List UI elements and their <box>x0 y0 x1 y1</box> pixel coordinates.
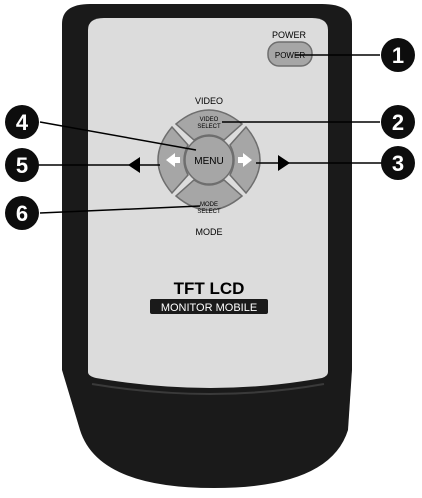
callout-5: 5 <box>5 148 39 182</box>
brand-subtitle: MONITOR MOBILE <box>161 302 257 314</box>
dpad: VIDEO VIDEO SELECT MODE SELECT MENU MODE <box>157 96 261 237</box>
mode-button-line2: SELECT <box>197 209 221 215</box>
brand-subtitle-badge: MONITOR MOBILE <box>150 299 268 314</box>
callout-leaders <box>38 54 382 214</box>
video-button-line2: SELECT <box>197 124 221 130</box>
power-button[interactable]: POWER <box>267 41 313 67</box>
callout-3: 3 <box>381 146 415 180</box>
callout-4: 4 <box>5 105 39 139</box>
callout-1: 1 <box>381 38 415 72</box>
svg-text:3: 3 <box>392 151 404 176</box>
leader-line-6 <box>39 205 201 214</box>
svg-text:6: 6 <box>16 201 28 226</box>
right-arrow-icon <box>238 153 252 167</box>
video-top-label: VIDEO <box>195 96 223 106</box>
video-select-button[interactable] <box>174 109 244 141</box>
brand-title: TFT LCD <box>174 279 245 298</box>
left-arrow-icon <box>166 153 180 167</box>
power-top-label: POWER <box>272 30 307 40</box>
callout-2: 2 <box>381 105 415 139</box>
menu-button-label: MENU <box>194 156 223 167</box>
svg-text:2: 2 <box>392 110 404 135</box>
svg-text:5: 5 <box>16 153 28 178</box>
remote-body <box>62 4 352 488</box>
callout-6: 6 <box>5 196 39 230</box>
mode-select-button[interactable] <box>174 179 244 211</box>
mode-bottom-label: MODE <box>196 227 223 237</box>
left-direction-arrow-icon <box>128 157 140 173</box>
right-direction-arrow-icon <box>278 155 290 171</box>
remote-face-divider <box>91 383 325 395</box>
svg-text:4: 4 <box>16 110 29 135</box>
svg-text:1: 1 <box>392 43 404 68</box>
mode-button-line1: MODE <box>200 202 218 208</box>
power-button-label: POWER <box>275 51 305 60</box>
leader-line-4 <box>39 121 197 151</box>
video-button-line1: VIDEO <box>200 117 219 123</box>
menu-button[interactable] <box>184 135 234 185</box>
